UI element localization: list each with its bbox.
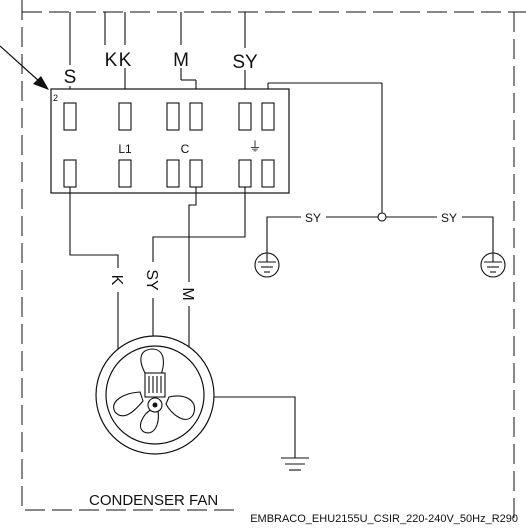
bottom-terminals [63, 159, 275, 188]
wire-label-k2: K [119, 50, 132, 71]
wire-label-sy-down: SY [143, 269, 160, 291]
footer-model-text: EMBRACO_EHU2155U_CSIR_220-240V_50Hz_R290 [250, 513, 518, 525]
wire-label-sy: SY [232, 52, 258, 73]
label-l1: L1 [118, 142, 132, 156]
top-terminals [63, 102, 275, 131]
terminal-top-4 [189, 102, 203, 131]
condenser-fan-icon [95, 335, 215, 455]
label-c: C [181, 142, 190, 156]
fan-ground-icon [214, 396, 309, 471]
terminal-bottom-3 [166, 159, 180, 188]
pointer-arrow [0, 45, 49, 90]
enclosure-border [21, 0, 526, 518]
terminal-top-3 [166, 102, 180, 131]
terminal-top-6 [261, 102, 275, 131]
junction-node [377, 212, 387, 222]
terminal-bottom-1 [63, 159, 77, 188]
wire-label-k1: K [105, 50, 118, 71]
ground-right-icon [480, 252, 506, 278]
terminal-top-2 [118, 102, 132, 131]
wire-label-s: S [64, 67, 77, 88]
terminal-top-5 [238, 102, 252, 131]
wire-label-sy-left: SY [305, 211, 321, 225]
ground-left-icon [254, 252, 280, 278]
ground-symbol-glyph: ⏚ [248, 139, 261, 154]
wire-label-m-down: M [179, 287, 196, 300]
terminal-bottom-4 [189, 159, 203, 188]
wire-label-sy-right: SY [441, 211, 457, 225]
terminal-bottom-2 [118, 159, 132, 188]
ground-branch [266, 212, 494, 253]
connector-pin-number: 2 [53, 93, 58, 103]
terminal-bottom-6 [261, 159, 275, 188]
terminal-top-1 [63, 102, 77, 131]
terminal-bottom-5 [238, 159, 252, 188]
wire-label-k-down: K [108, 275, 125, 286]
wire-label-m: M [173, 50, 189, 71]
fan-label: CONDENSER FAN [89, 492, 218, 509]
